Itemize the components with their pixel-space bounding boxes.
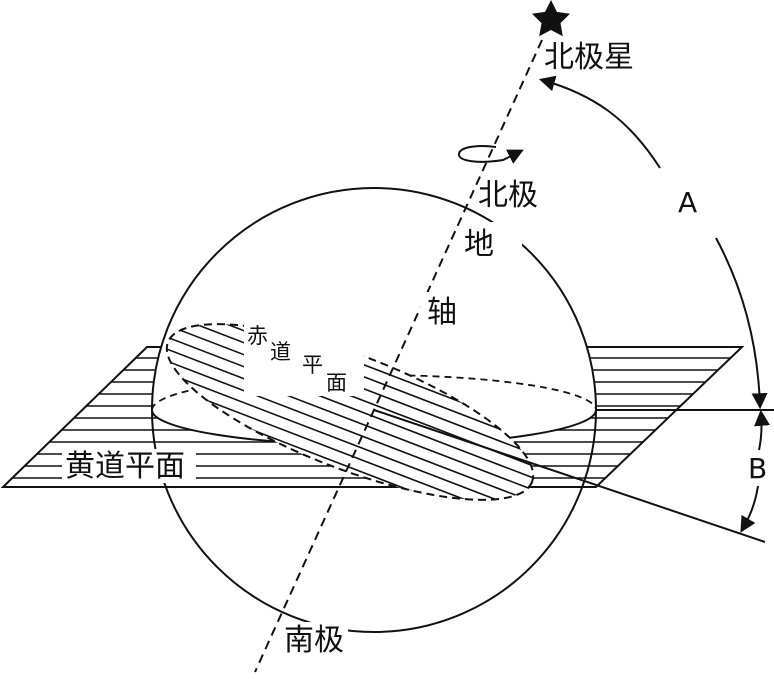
rotation-arrow-icon [458,145,524,164]
equator-reference-line [373,409,766,543]
axis-label-char-2: 轴 [427,295,457,330]
angle-a-arc-lower [715,237,768,410]
angle-a-arc [538,75,661,169]
star-icon [532,0,570,37]
axis-label-char-1: 地 [464,227,494,262]
equator-plane-label-3: 平 [302,353,323,377]
equator-plane-label-2: 道 [270,340,291,364]
angle-b-arc-lower [740,485,759,533]
earth-axis [254,39,543,673]
angle-a-label: A [678,186,697,219]
polaris-label: 北极星 [544,40,634,75]
angle-b-label: B [748,452,767,485]
equator-plane-label-1: 赤 [247,324,268,348]
ecliptic-plane-label: 黄道平面 [65,449,185,484]
equator-plane-label-4: 面 [326,371,347,395]
angle-b-arc-upper [754,409,771,451]
north-pole-label: 北极 [478,178,538,213]
south-pole-label: 南极 [284,623,344,658]
